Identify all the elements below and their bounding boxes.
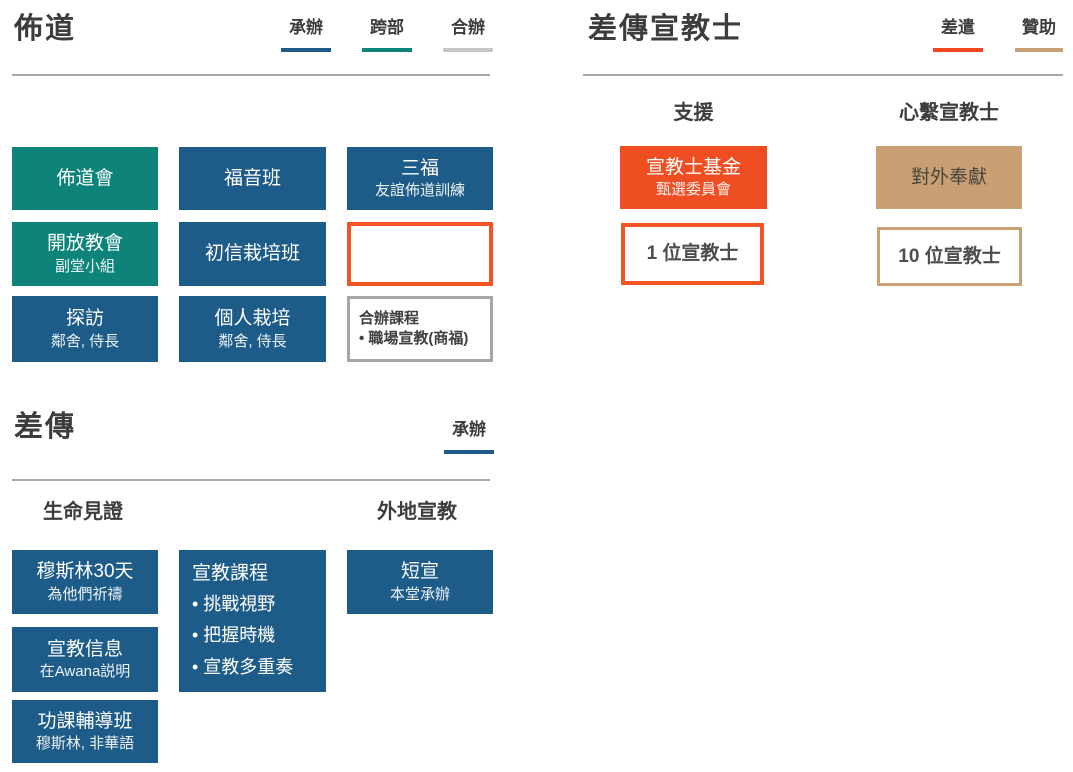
legend-item-sponsoring: 贊助	[1015, 17, 1063, 52]
legend-underline-tan	[1015, 48, 1063, 52]
section-title-evangelism: 佈道	[14, 13, 77, 45]
box-missions-courses: 宣教課程 • 挑戰視野 • 把握時機 • 宣教多重奏	[179, 550, 326, 692]
box-count-1-missionary: 1 位宣教士	[621, 223, 764, 285]
box-personal-nurture: 個人栽培 鄰舍, 侍長	[179, 296, 326, 362]
box-ee3: 三福 友誼佈道訓練	[347, 147, 493, 210]
column-heading-support: 支援	[673, 102, 714, 124]
box-count-10-missionaries: 10 位宣教士	[877, 227, 1022, 286]
box-title: 宣教課程	[192, 562, 269, 584]
box-visitation: 探訪 鄰舍, 侍長	[12, 296, 158, 362]
column-heading-heart-linked-missionaries: 心繫宣教士	[899, 102, 999, 124]
box-title: 佈道會	[56, 167, 114, 189]
box-subtitle: 鄰舍, 侍長	[50, 332, 120, 350]
section-divider	[12, 74, 490, 76]
box-subtitle: 在Awana説明	[39, 663, 131, 681]
legend-label: 承辦	[289, 18, 323, 37]
box-title: 個人栽培	[214, 308, 291, 330]
section-title-missions: 差傳	[14, 411, 77, 443]
legend-item-coorganize: 合辦	[443, 17, 493, 52]
legend-item-undertake-missions: 承辦	[444, 419, 494, 454]
legend-label: 合辦	[451, 18, 485, 37]
box-subtitle: 本堂承辦	[389, 585, 450, 603]
box-title: 對外奉獻	[910, 166, 987, 188]
box-title: 福音班	[223, 167, 281, 189]
legend-underline-silver	[443, 48, 493, 52]
group-heading-overseas-missions: 外地宣教	[377, 501, 457, 523]
section-divider	[12, 479, 490, 481]
section-divider	[583, 74, 1063, 76]
box-title: 短宣	[400, 561, 439, 583]
section-title-missionaries: 差傳宣教士	[588, 13, 744, 45]
legend-underline-teal	[362, 48, 412, 52]
group-heading-life-testimony: 生命見證	[43, 501, 123, 523]
box-bullet: • 把握時機	[192, 625, 276, 646]
box-subtitle: 穆斯林, 非華語	[35, 735, 135, 753]
box-short-term-mission: 短宣 本堂承辦	[347, 550, 493, 614]
box-gospel-class: 福音班	[179, 147, 326, 210]
box-missionary-fund: 宣教士基金 甄選委員會	[620, 146, 767, 209]
box-subtitle: 副堂小組	[54, 257, 115, 275]
box-subtitle: 為他們祈禱	[47, 585, 123, 603]
box-title: 功課輔導班	[37, 710, 133, 732]
box-bullet: • 挑戰視野	[192, 593, 276, 614]
box-subtitle: 鄰舍, 侍長	[218, 332, 287, 350]
box-missions-message: 宣教信息 在Awana説明	[12, 627, 158, 692]
legend-label: 承辦	[452, 420, 486, 439]
box-title: 初信栽培班	[204, 243, 300, 265]
legend-label: 贊助	[1022, 18, 1056, 37]
box-bullet: • 職場宣教(商福)	[359, 330, 469, 347]
box-open-church: 開放教會 副堂小組	[12, 222, 158, 286]
box-new-believers-class: 初信栽培班	[179, 222, 326, 286]
legend-label: 跨部	[370, 18, 404, 37]
box-title: 三福	[400, 157, 439, 179]
box-title: 宣教信息	[46, 638, 123, 660]
legend-item-sending: 差遣	[933, 17, 983, 52]
box-title: 探訪	[65, 308, 104, 330]
box-evangelistic-meeting: 佈道會	[12, 147, 158, 210]
box-muslim-30days: 穆斯林30天 為他們祈禱	[12, 550, 158, 614]
box-bullet: • 宣教多重奏	[192, 656, 294, 677]
box-title: 1 位宣教士	[646, 243, 739, 265]
box-empty-orange-outline	[347, 222, 493, 286]
box-title: 合辦課程	[359, 309, 420, 327]
legend-underline-orange	[933, 48, 983, 52]
box-external-offering: 對外奉獻	[876, 146, 1022, 209]
box-joint-courses: 合辦課程 • 職場宣教(商福)	[347, 296, 493, 362]
box-subtitle: 友誼佈道訓練	[374, 182, 465, 200]
legend-label: 差遣	[941, 18, 975, 37]
box-homework-tutoring: 功課輔導班 穆斯林, 非華語	[12, 700, 158, 763]
box-subtitle: 甄選委員會	[655, 181, 731, 199]
legend-item-undertake: 承辦	[281, 17, 331, 52]
box-title: 穆斯林30天	[36, 561, 134, 583]
legend-item-crossdept: 跨部	[362, 17, 412, 52]
box-title: 開放教會	[46, 233, 123, 255]
box-title: 宣教士基金	[645, 156, 741, 178]
box-title: 10 位宣教士	[898, 245, 1001, 267]
legend-underline-blue	[444, 450, 494, 454]
legend-underline-blue	[281, 48, 331, 52]
